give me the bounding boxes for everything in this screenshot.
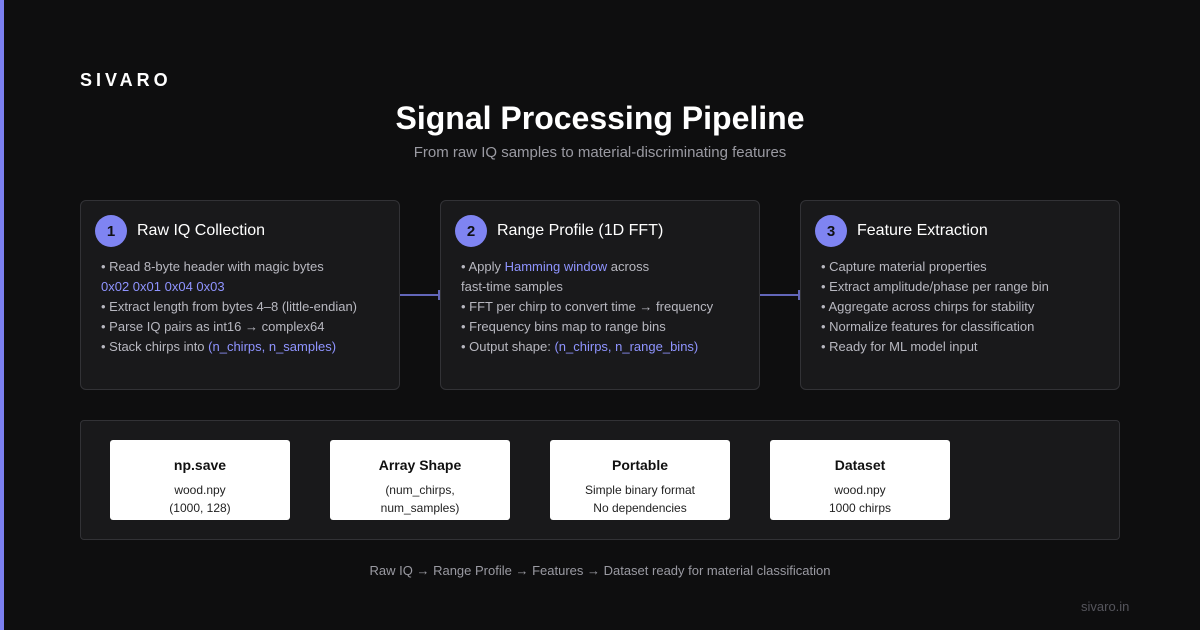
bullet-text: • FFT per chirp to convert time → freque… (461, 299, 714, 314)
tile-line: No dependencies (593, 501, 687, 515)
step-bullet: • Extract amplitude/phase per range bin (821, 277, 1101, 297)
step-bullet-list: • Read 8-byte header with magic bytes 0x0… (95, 257, 381, 357)
brand-logo: SIVARO (80, 70, 172, 90)
bullet-text: • Capture material properties (821, 259, 987, 274)
step-title: Feature Extraction (857, 222, 988, 239)
tile-title: Portable (611, 457, 668, 473)
step-bullet: • Capture material properties (821, 257, 1101, 277)
output-tile-portable: Portable Simple binary format No depende… (550, 440, 730, 520)
arrow-right-icon (400, 290, 440, 300)
highlighted-code: Hamming window (504, 259, 608, 274)
bullet-text: across (607, 259, 650, 274)
output-tile-array-shape: Array Shape (num_chirps, num_samples) (330, 440, 510, 520)
arrow-right-icon (760, 290, 800, 300)
bullet-text: fast-time samples (461, 279, 563, 294)
step-bullet: • Extract length from bytes 4–8 (little-… (101, 297, 381, 317)
step-bullet: • Aggregate across chirps for stability (821, 297, 1101, 317)
tile-line: wood.npy (174, 483, 226, 497)
step-bullet: • Ready for ML model input (821, 337, 1101, 357)
tile-title: np.save (173, 457, 227, 473)
accent-bar (0, 0, 4, 630)
bullet-text: • Output shape: (461, 339, 555, 354)
page-subtitle: From raw IQ samples to material-discrimi… (413, 144, 787, 161)
step-bullet-list: • Apply Hamming window across fast-time s… (455, 257, 741, 357)
highlighted-code: 0x02 0x01 0x04 0x03 (101, 279, 225, 294)
output-tile-dataset: Dataset wood.npy 1000 chirps (770, 440, 950, 520)
bullet-text: • Extract amplitude/phase per range bin (821, 279, 1049, 294)
bullet-text: • Aggregate across chirps for stability (821, 299, 1035, 314)
tile-line: (num_chirps, (385, 483, 455, 497)
step-bullet: • Output shape: (n_chirps, n_range_bins) (461, 337, 741, 357)
bullet-text: • Frequency bins map to range bins (461, 319, 666, 334)
pipeline-summary: Raw IQ → Range Profile → Features → Data… (369, 563, 831, 578)
bullet-text: • Stack chirps into (101, 339, 209, 354)
step-bullet: • Normalize features for classification (821, 317, 1101, 337)
step-bullet: • Parse IQ pairs as int16 → complex64 (101, 317, 381, 337)
step-card-feature-extraction: 3 Feature Extraction • Capture material … (800, 200, 1120, 390)
step-card-raw-iq: 1 Raw IQ Collection • Read 8-byte header… (80, 200, 400, 390)
tile-line: 1000 chirps (828, 501, 892, 515)
output-tile-np-save: np.save wood.npy (1000, 128) (110, 440, 290, 520)
step-bullet-list: • Capture material properties • Extract a… (815, 257, 1101, 357)
highlighted-code: (n_chirps, n_range_bins) (554, 339, 699, 354)
step-bullet: • FFT per chirp to convert time → freque… (461, 297, 741, 317)
step-number-badge: 2 (455, 215, 487, 247)
page-title: Signal Processing Pipeline (395, 100, 805, 136)
step-bullet: • Frequency bins map to range bins (461, 317, 741, 337)
bullet-text: • Ready for ML model input (821, 339, 978, 354)
step-bullet: • Stack chirps into (n_chirps, n_samples… (101, 337, 381, 357)
bullet-text: • Apply (461, 259, 505, 274)
highlighted-code: (n_chirps, n_samples) (208, 339, 337, 354)
tile-line: num_samples) (380, 501, 460, 515)
step-card-range-profile: 2 Range Profile (1D FFT) • Apply Hamming… (440, 200, 760, 390)
tile-line: wood.npy (834, 483, 886, 497)
step-bullet: fast-time samples (461, 277, 741, 297)
step-bullet: 0x02 0x01 0x04 0x03 (101, 277, 381, 297)
bullet-text: • Extract length from bytes 4–8 (little-… (101, 299, 358, 314)
footer-domain: sivaro.in (1081, 599, 1130, 614)
step-bullet: • Read 8-byte header with magic bytes (101, 257, 381, 277)
tile-title: Dataset (834, 457, 886, 473)
bullet-text: • Read 8-byte header with magic bytes (101, 259, 324, 274)
bullet-text: • Parse IQ pairs as int16 → complex64 (101, 319, 325, 334)
step-number-badge: 3 (815, 215, 847, 247)
step-title: Raw IQ Collection (137, 222, 266, 239)
tile-line: Simple binary format (584, 483, 696, 497)
tile-title: Array Shape (378, 457, 462, 473)
step-bullet: • Apply Hamming window across (461, 257, 741, 277)
bullet-text: • Normalize features for classification (821, 319, 1035, 334)
tile-line: (1000, 128) (169, 501, 231, 515)
step-number-badge: 1 (95, 215, 127, 247)
step-title: Range Profile (1D FFT) (497, 222, 664, 239)
